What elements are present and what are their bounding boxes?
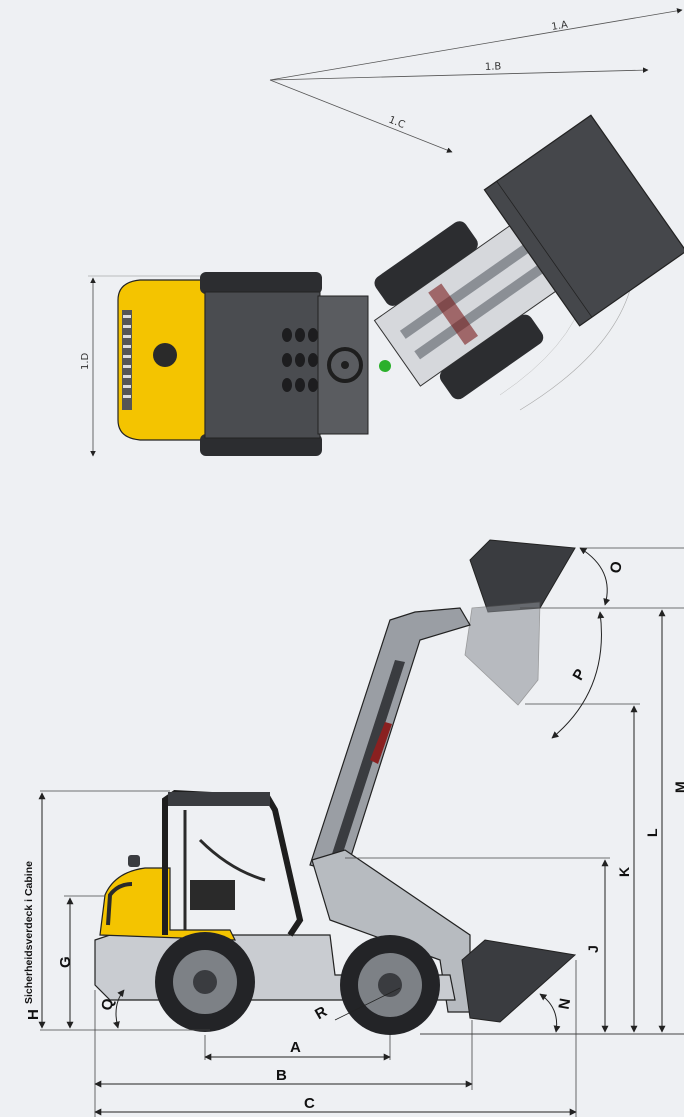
cabin-roof — [168, 792, 270, 806]
radius-label-1c: 1.C — [387, 115, 406, 131]
side-view: R O P N Q J K L M G H Sicherheidsverdeck… — [23, 539, 684, 1117]
angle-arc-p — [551, 611, 605, 739]
rear-wheel — [155, 932, 255, 1032]
fuel-cap-icon — [153, 343, 177, 367]
label-h: H — [25, 1009, 42, 1020]
radius-line-1c — [269, 79, 453, 153]
front-frame — [373, 114, 684, 400]
beacon-icon — [128, 855, 140, 867]
bucket-lowered — [461, 939, 577, 1023]
label-o: O — [607, 560, 626, 575]
label-m: M — [672, 781, 684, 793]
label-a: A — [290, 1039, 301, 1056]
angle-arc-o — [579, 547, 611, 606]
radius-line-1b — [269, 67, 649, 81]
radius-label-1a: 1.A — [551, 20, 569, 33]
rear-tyre-bottom — [200, 434, 322, 456]
lift-frame — [311, 849, 471, 1013]
angle-arc-q — [113, 989, 125, 1029]
steering-wheel-icon — [327, 347, 363, 383]
label-g: G — [57, 956, 74, 968]
label-q: Q — [98, 997, 117, 1012]
label-h-note: Sicherheidsverdeck i Cabine — [23, 861, 35, 1004]
top-view: 1.A 1.B 1.C 1.D — [80, 8, 684, 457]
pivot-joint-icon — [379, 360, 391, 372]
dimension-label-1d: 1.D — [80, 352, 91, 370]
turning-radius-line-r — [334, 987, 401, 1021]
bucket-mid-ghost — [464, 601, 541, 706]
roof-vents — [282, 328, 318, 392]
bucket-raised — [469, 539, 576, 613]
front-wheel — [340, 935, 440, 1035]
angle-arc-n — [539, 993, 561, 1033]
front-tyre-right — [439, 314, 544, 400]
label-r: R — [312, 1003, 330, 1023]
label-p: P — [569, 666, 589, 683]
radius-label-1b: 1.B — [485, 61, 502, 73]
label-n: N — [556, 997, 575, 1011]
label-c: C — [304, 1095, 315, 1112]
label-k: K — [616, 867, 632, 877]
seat — [190, 880, 235, 910]
telescopic-boom — [309, 607, 471, 876]
rear-tyre-top — [200, 272, 322, 294]
bucket-top-view — [483, 114, 684, 327]
label-j: J — [585, 945, 601, 953]
label-l: L — [644, 828, 660, 837]
radius-line-1a — [269, 8, 683, 81]
front-tyre-left — [374, 221, 478, 306]
label-b: B — [276, 1067, 287, 1084]
